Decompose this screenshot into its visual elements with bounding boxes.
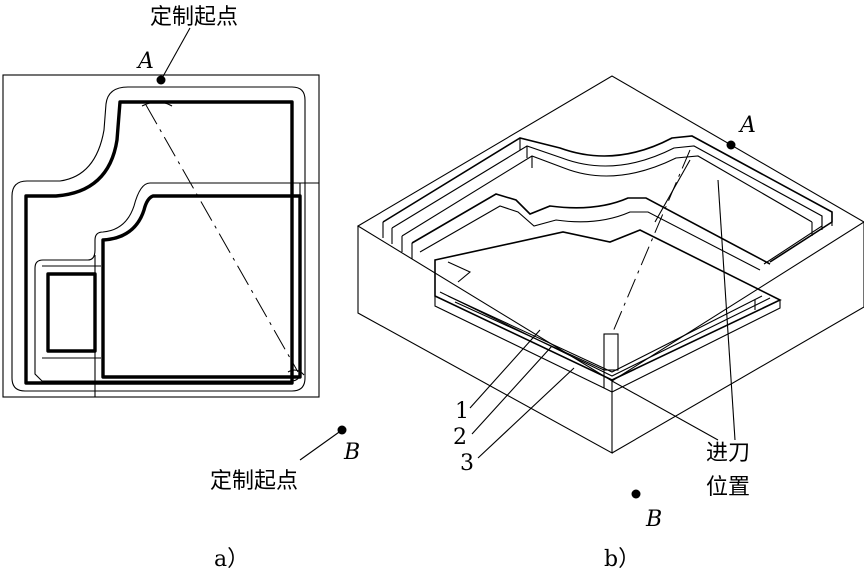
floor-step-edge [434, 296, 781, 393]
diagonal-centerline [145, 104, 299, 373]
label-start-top: 定制起点 [150, 5, 238, 30]
leader-feed-1 [717, 179, 736, 441]
feed-label-line1: 进刀 [706, 441, 750, 466]
leader-feed-2 [654, 159, 691, 223]
workpiece-outline [2, 74, 320, 398]
top-wall-edges [519, 138, 533, 168]
block-top-outline [356, 75, 864, 382]
path-label-1: 1 [455, 399, 469, 424]
leader-bottom [299, 429, 343, 461]
label-point-a-b: A [738, 113, 756, 138]
label-start-bottom: 定制起点 [210, 469, 298, 494]
entry-tool-pin [603, 333, 619, 371]
tool-path-inner [34, 182, 301, 382]
floor-path-1 [447, 295, 763, 373]
pocket-rim-outer [382, 135, 833, 263]
pocket-rim-offset-1 [391, 145, 823, 265]
leader-path-1 [469, 329, 541, 409]
pocket-floor-outline [434, 229, 782, 381]
path-label-3: 3 [460, 451, 474, 476]
diagonal-centerline-b [611, 149, 691, 335]
point-a-dot [156, 75, 166, 85]
block-right-face [611, 222, 864, 454]
right-wall-edges [811, 212, 833, 236]
path-label-2: 2 [453, 425, 467, 450]
inner-pocket-rim [411, 193, 771, 265]
panel-b-drawing [356, 75, 864, 499]
inner-pocket-rim-2 [419, 205, 761, 271]
leader-feed-3 [611, 380, 719, 441]
contour-inner [101, 194, 302, 379]
feed-label-line2: 位置 [706, 475, 750, 500]
left-wall-edges [382, 222, 413, 259]
contour-small-pocket [46, 272, 97, 353]
panel-a-drawing [2, 27, 347, 461]
tool-path-outer [11, 86, 306, 392]
caption-a: a） [214, 547, 249, 572]
floor-path-2 [439, 291, 771, 377]
caption-b: b） [604, 547, 640, 572]
floor-corner-detail [447, 261, 472, 283]
leader-top [160, 27, 191, 81]
label-point-a: A [136, 49, 154, 74]
leader-path-2 [471, 345, 553, 435]
point-b-dot-b [631, 489, 641, 499]
label-point-b: B [343, 440, 360, 465]
label-point-b-b: B [645, 507, 662, 532]
entry-arc [141, 101, 173, 107]
contour-main [24, 100, 294, 385]
leader-path-3 [477, 367, 575, 459]
pocket-rim-offset-2 [401, 155, 813, 237]
point-b-dot [337, 425, 347, 435]
point-a-dot-b [726, 140, 736, 150]
block-left-face [357, 226, 613, 454]
tool-path-small [42, 265, 101, 359]
exit-arc [287, 369, 305, 376]
